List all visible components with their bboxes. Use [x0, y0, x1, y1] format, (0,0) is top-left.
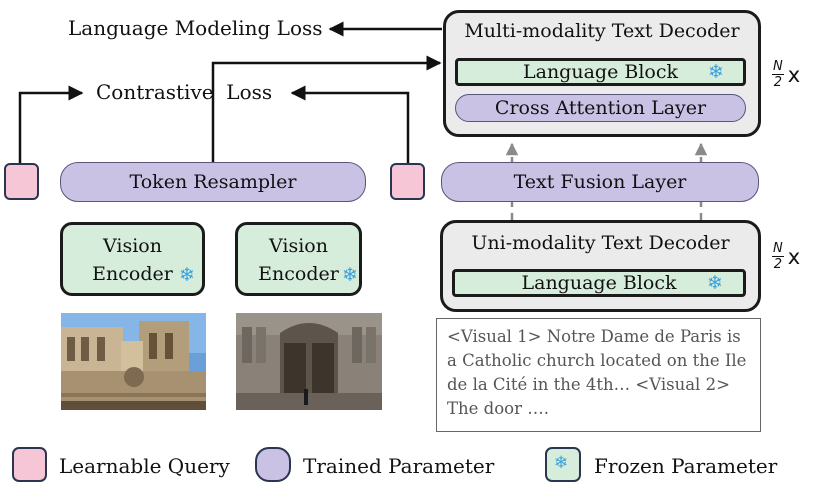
- arrow-right-query-to-contrastive: [290, 85, 410, 163]
- cross-attention-layer: Cross Attention Layer: [455, 94, 746, 122]
- vision-encoder-2: Vision Encoder ❄: [235, 222, 362, 296]
- repeat-times: x: [787, 244, 801, 269]
- text-fusion-layer: Text Fusion Layer: [441, 162, 759, 202]
- arrow-left-query-to-contrastive: [18, 85, 84, 163]
- vision-encoder-1-line2: Encoder: [92, 263, 173, 285]
- text-fusion-label: Text Fusion Layer: [513, 171, 687, 193]
- snowflake-icon: ❄: [708, 61, 724, 83]
- language-block-label: Language Block: [521, 272, 677, 294]
- language-modeling-loss-label: Language Modeling Loss: [68, 16, 323, 40]
- token-resampler: Token Resampler: [60, 162, 366, 202]
- text-sample-line: de la Cité in the 4th… <Visual 2>: [447, 375, 730, 394]
- vision-encoder-1-line1: Vision: [103, 235, 162, 257]
- legend-trained-label: Trained Parameter: [303, 454, 495, 478]
- uni-modality-decoder-panel: Uni-modality Text Decoder Language Block…: [440, 220, 761, 312]
- snowflake-icon: ❄: [342, 264, 358, 286]
- learnable-query-right: [390, 163, 425, 200]
- text-sample-line: a Catholic church located on the Ile: [447, 351, 747, 370]
- legend-learnable-swatch: [12, 447, 47, 482]
- interleaved-text-sample: <Visual 1> Notre Dame de Paris is a Cath…: [436, 318, 761, 432]
- language-block-label: Language Block: [523, 61, 678, 83]
- repeat-numerator: N: [772, 241, 784, 257]
- multi-decoder-language-block: Language Block ❄: [455, 58, 746, 86]
- notre-dame-facade-image: [61, 313, 206, 410]
- legend-frozen-swatch: ❄: [545, 447, 581, 482]
- repeat-denominator: 2: [773, 75, 782, 90]
- text-sample-line: <Visual 1> Notre Dame de Paris is: [447, 327, 741, 346]
- learnable-query-left: [4, 163, 39, 200]
- uni-decoder-language-block: Language Block ❄: [452, 269, 746, 297]
- legend-frozen-label: Frozen Parameter: [594, 454, 778, 478]
- repeat-numerator: N: [772, 59, 784, 75]
- cathedral-door-image: [236, 313, 382, 410]
- legend-learnable-label: Learnable Query: [59, 454, 230, 478]
- vision-encoder-1: Vision Encoder ❄: [60, 222, 205, 296]
- vision-encoder-2-line2: Encoder: [258, 263, 339, 285]
- multi-modality-decoder-panel: Multi-modality Text Decoder Language Blo…: [443, 10, 761, 137]
- legend-trained-swatch: [255, 447, 291, 482]
- vision-encoder-2-line1: Vision: [269, 235, 328, 257]
- text-sample-line: The door ….: [447, 399, 549, 418]
- snowflake-icon: ❄: [707, 272, 723, 294]
- uni-modality-decoder-title: Uni-modality Text Decoder: [471, 232, 730, 254]
- token-resampler-label: Token Resampler: [129, 171, 297, 193]
- repeat-denominator: 2: [773, 257, 782, 272]
- snowflake-icon: ❄: [179, 264, 195, 286]
- repeat-times: x: [787, 62, 801, 87]
- cross-attention-label: Cross Attention Layer: [494, 97, 707, 119]
- contrastive-loss-label: Contrastive Loss: [96, 80, 273, 104]
- multi-modality-decoder-title: Multi-modality Text Decoder: [464, 20, 740, 42]
- snowflake-icon: ❄: [554, 453, 569, 473]
- arrow-resampler-to-decoder: [211, 55, 442, 162]
